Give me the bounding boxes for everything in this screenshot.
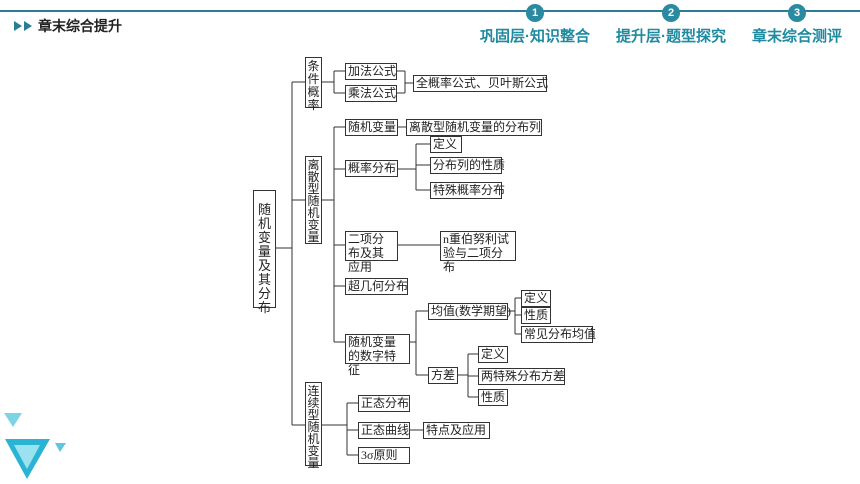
tab-improvement[interactable]: 2 提升层·题型探究 [616,4,726,46]
node-variance-properties: 性质 [478,389,508,406]
tab-label: 提升层·题型探究 [616,28,726,45]
tab-assessment[interactable]: 3 章末综合测评 [752,4,842,46]
node-hypergeometric: 超几何分布 [345,278,408,295]
node-random-variable: 随机变量 [345,119,398,136]
node-distribution-properties: 分布列的性质 [430,157,505,174]
node-three-sigma: 3σ原则 [358,447,410,464]
tab-label: 章末综合测评 [752,28,843,45]
double-arrow-icon [14,21,22,31]
node-variance-definition: 定义 [478,346,508,363]
branch-discrete: 离散型随机变量 [305,156,322,244]
node-expectation: 均值(数学期望) [428,303,511,320]
root-node: 随机变量及其分布 [253,190,276,315]
tab-number-badge: 2 [662,4,680,22]
node-multiplication-formula: 乘法公式 [345,85,397,102]
branch-conditional-probability: 条件概率 [305,57,322,112]
node-curve-applications: 特点及应用 [423,422,490,439]
chapter-heading: 章末综合提升 [14,16,122,36]
node-discrete-distribution: 离散型随机变量的分布列 [406,119,542,136]
node-two-special-variances: 两特殊分布方差 [478,368,565,385]
decorative-triangles-icon [4,413,66,479]
node-numeric-features: 随机变量的数字特征 [345,334,410,377]
node-variance: 方差 [428,367,458,384]
tab-label: 巩固层·知识整合 [480,28,590,45]
branch-continuous: 连续型随机变量 [305,382,322,469]
node-binomial-applications: 二项分布及其应用 [345,231,398,274]
tab-number-badge: 3 [788,4,806,22]
header-bar: 章末综合提升 1 巩固层·知识整合 2 提升层·题型探究 3 章末综合测评 [0,0,860,48]
node-normal-curve: 正态曲线 [358,422,410,439]
node-special-distributions: 特殊概率分布 [430,182,505,199]
header-rule [0,10,860,12]
node-addition-formula: 加法公式 [345,63,397,80]
chapter-title: 章末综合提升 [38,18,122,34]
tab-consolidation[interactable]: 1 巩固层·知识整合 [480,4,590,46]
node-total-bayes: 全概率公式、贝叶斯公式 [413,75,548,92]
node-definition: 定义 [430,136,462,153]
tab-number-badge: 1 [526,4,544,22]
node-normal-distribution: 正态分布 [358,395,410,412]
node-bernoulli-binomial: n重伯努利试验与二项分布 [440,231,516,274]
node-common-means: 常见分布均值 [521,326,596,343]
node-expectation-properties: 性质 [521,307,551,324]
node-expectation-definition: 定义 [521,290,551,307]
node-probability-distribution: 概率分布 [345,160,398,177]
arrow-icon [24,21,32,31]
